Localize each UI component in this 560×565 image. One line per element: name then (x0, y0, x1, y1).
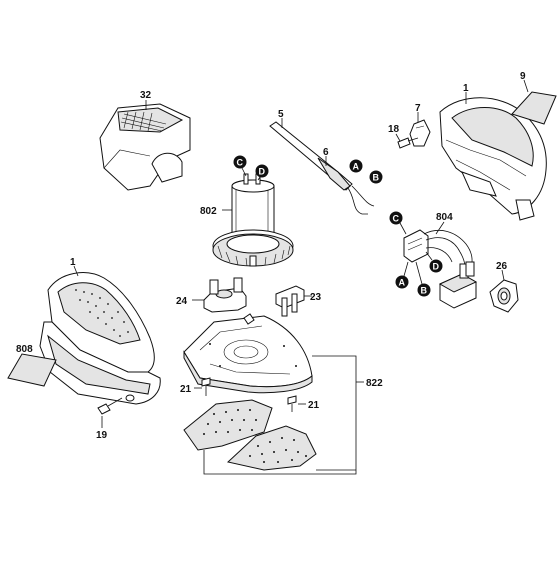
leader-9 (523, 79, 529, 93)
leader-1-left (73, 265, 79, 277)
label-23: 23 (310, 292, 322, 303)
leader-a-switch (403, 261, 409, 277)
sanding-sheet-lower (226, 425, 317, 471)
part-21-screw-left (201, 377, 211, 396)
svg-text:C: C (393, 214, 400, 224)
label-808: 808 (16, 344, 33, 355)
leader-d-switch (425, 251, 433, 261)
part-19-screw (97, 397, 123, 415)
part-9-label-plate (511, 91, 557, 125)
label-822: 822 (366, 378, 383, 389)
part-32-dust-box (99, 103, 191, 191)
label-18: 18 (388, 124, 400, 135)
label-19: 19 (96, 430, 108, 441)
svg-text:D: D (433, 262, 440, 272)
svg-text:B: B (373, 173, 380, 183)
label-32: 32 (140, 90, 152, 101)
connector-d-motor: D (255, 164, 269, 178)
part-802-motor (212, 173, 294, 267)
label-802: 802 (200, 206, 217, 217)
svg-text:D: D (259, 167, 266, 177)
part-23-clip (275, 285, 305, 317)
svg-text:A: A (399, 278, 406, 288)
connector-b-cable: B (369, 170, 383, 184)
label-6: 6 (323, 147, 329, 158)
part-822-base-plate (183, 313, 313, 394)
connector-c-switch: C (389, 211, 403, 225)
svg-text:B: B (421, 286, 428, 296)
label-9: 9 (520, 71, 526, 82)
label-26: 26 (496, 261, 508, 272)
leader-b-switch (415, 261, 423, 285)
connector-a-cable: A (349, 159, 363, 173)
label-21-left: 21 (180, 384, 192, 395)
part-26-brush-holder (489, 279, 519, 313)
part-21-screw-right (287, 395, 297, 412)
leader-c-switch (399, 222, 407, 235)
svg-text:C: C (237, 158, 244, 168)
leader-26 (501, 269, 505, 281)
label-7: 7 (415, 103, 421, 114)
part-6-power-cable (269, 121, 375, 215)
part-808-label-plate (7, 353, 57, 387)
label-804: 804 (436, 212, 453, 223)
part-1-housing-left (39, 272, 161, 405)
label-1-top: 1 (463, 83, 469, 94)
sanding-sheet-upper (183, 399, 273, 451)
svg-text:A: A (353, 162, 360, 172)
label-21-right: 21 (308, 400, 320, 411)
leader-c-motor (241, 167, 247, 177)
leader-d-motor (257, 176, 261, 181)
part-18-screw (397, 137, 419, 149)
part-1-housing-right (439, 97, 547, 221)
bracket-822 (203, 355, 364, 475)
label-24: 24 (176, 296, 188, 307)
part-24-bracket (203, 277, 247, 313)
leader-18 (395, 133, 401, 142)
connector-d-switch: D (429, 259, 443, 273)
label-1-left: 1 (70, 257, 76, 268)
connector-b-switch: B (417, 283, 431, 297)
connector-c-motor: C (233, 155, 247, 169)
part-804-switch-wiring (403, 229, 478, 309)
connector-a-switch: A (395, 275, 409, 289)
part-7-cable-clamp (409, 119, 431, 147)
leader-804 (435, 221, 445, 235)
label-5: 5 (278, 109, 284, 120)
